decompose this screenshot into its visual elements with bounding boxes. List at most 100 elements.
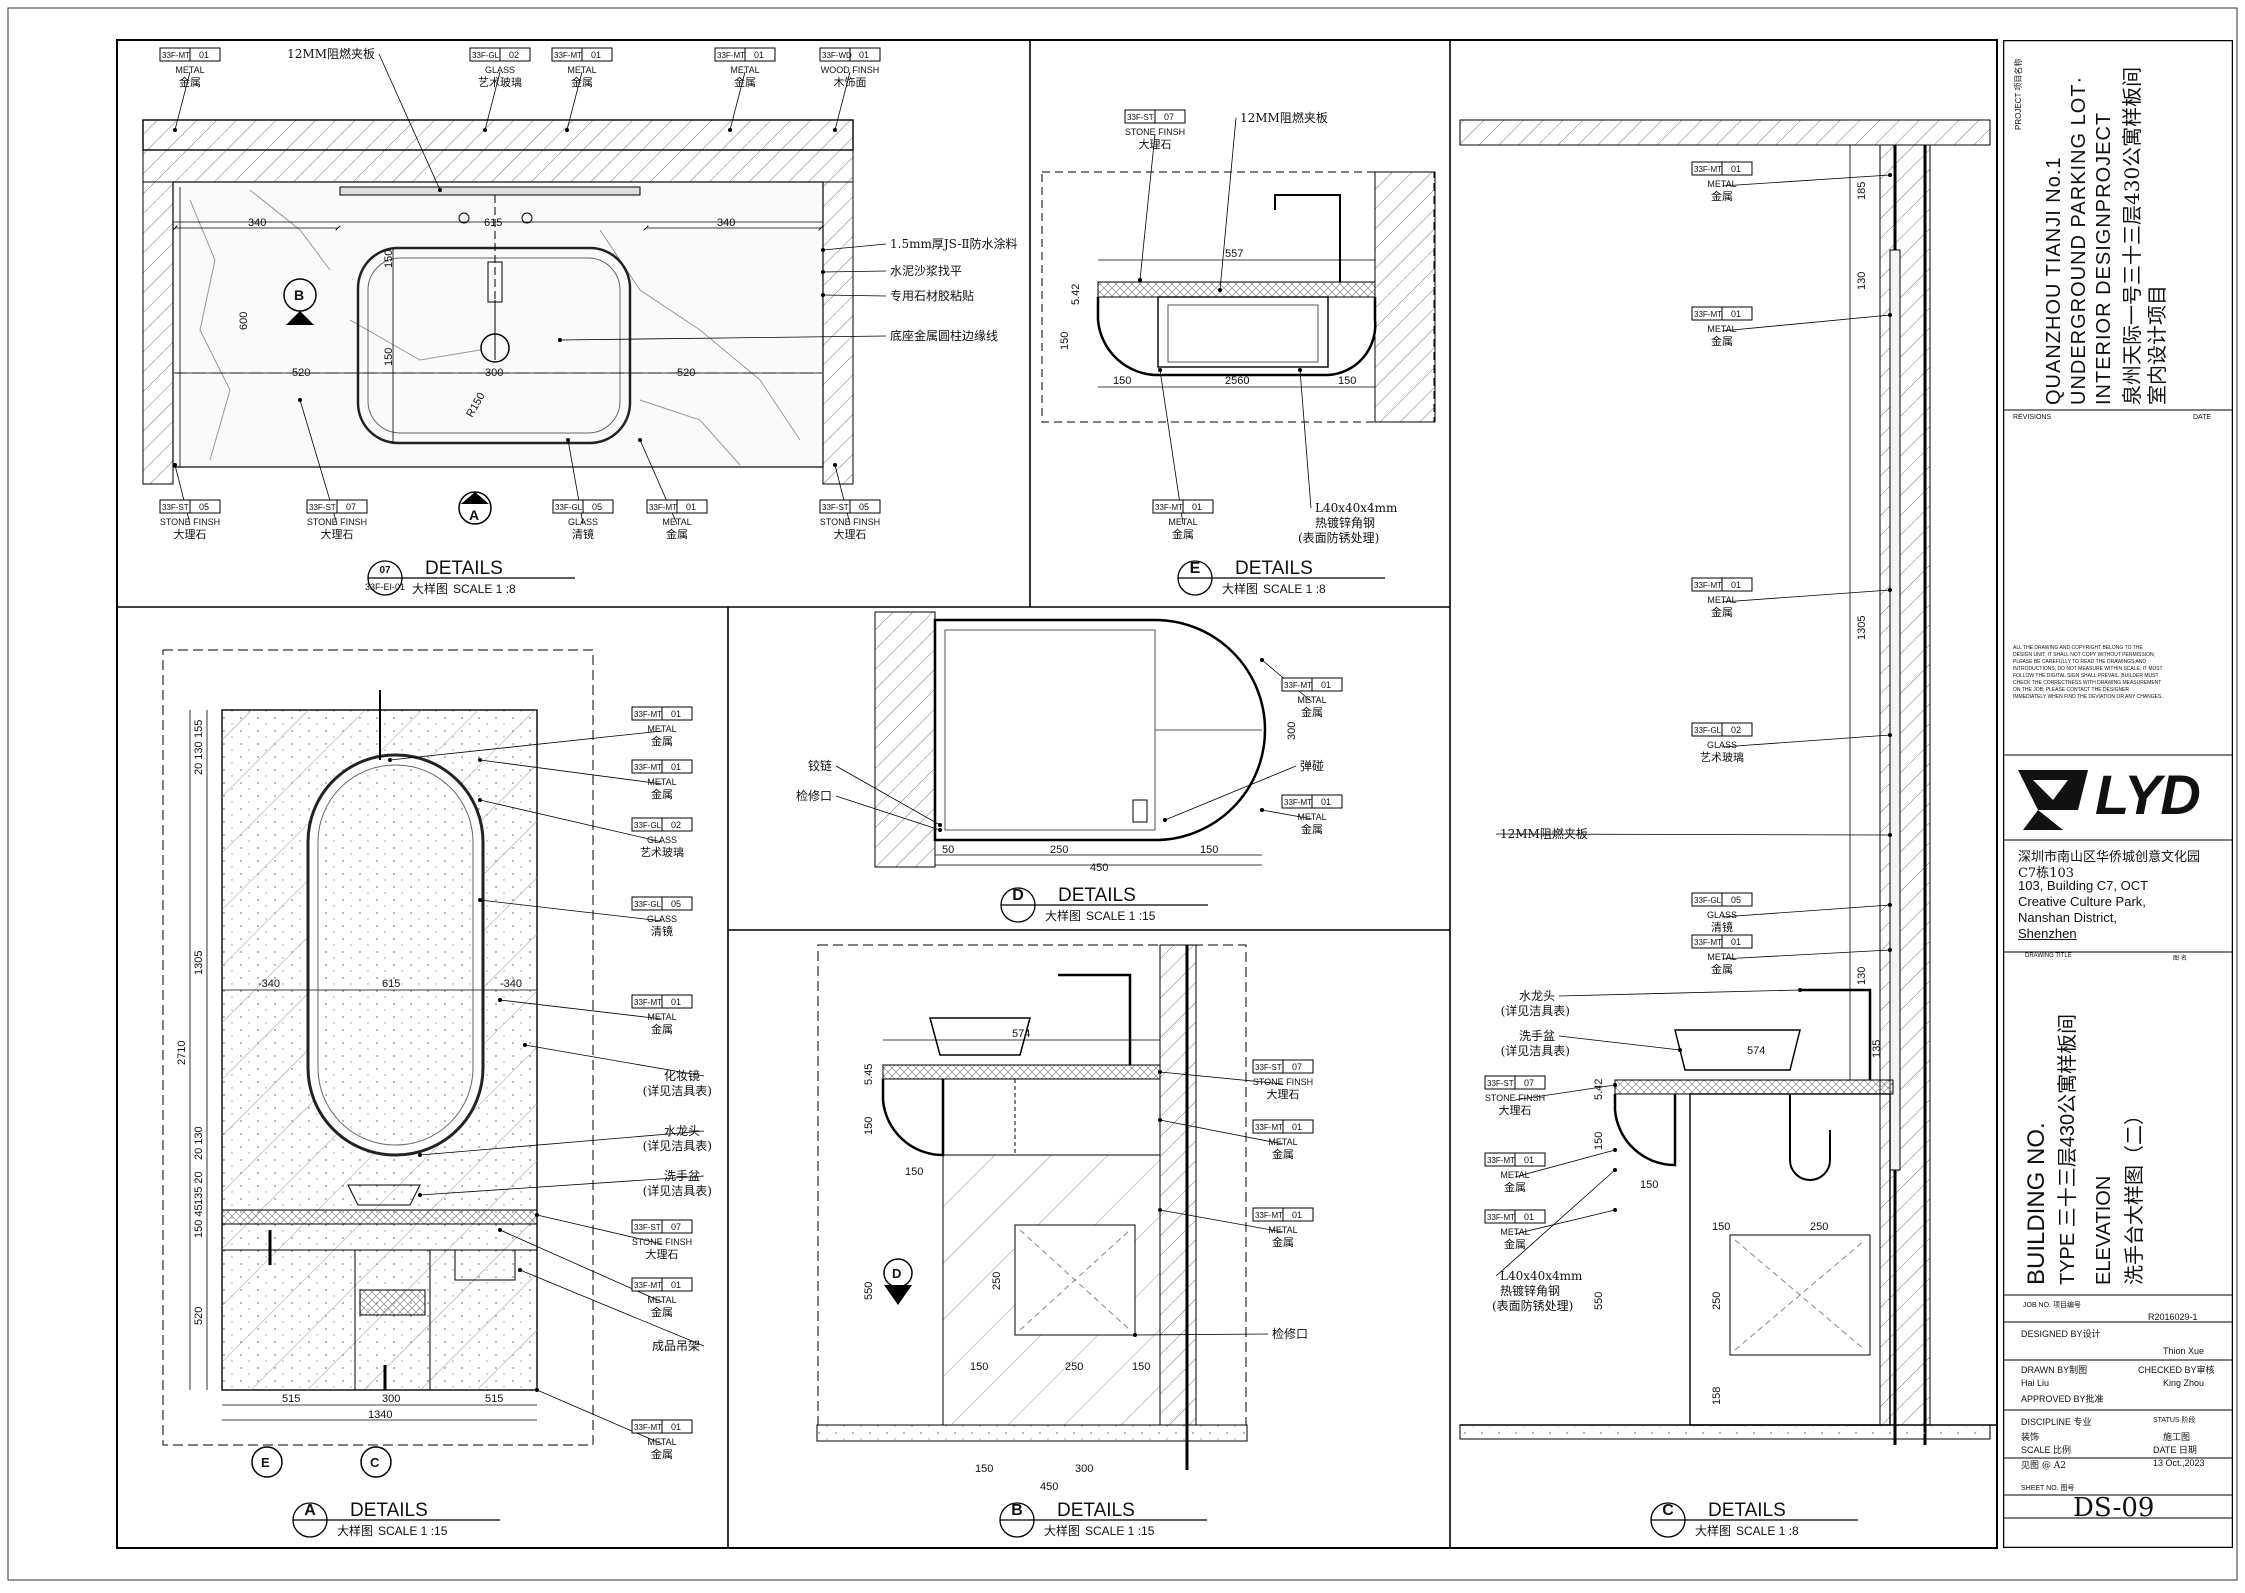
svg-text:洗手盆: 洗手盆 (664, 1169, 700, 1183)
svg-text:615: 615 (382, 978, 400, 990)
svg-text:150: 150 (383, 348, 395, 366)
svg-text:515: 515 (282, 1393, 300, 1405)
tag-num: 02 (1731, 725, 1741, 735)
svg-text:底座金属圆柱边缘线: 底座金属圆柱边缘线 (890, 328, 998, 343)
detail-ref: 33F-EI-01 (365, 582, 405, 592)
svg-text:20 130: 20 130 (193, 1126, 205, 1160)
tag-num: 01 (1292, 1122, 1302, 1132)
tag-en: GLASS (647, 835, 677, 845)
annotation-notes: 12MM阻燃夹板1.5mm厚JS-Ⅱ防水涂料水泥沙浆找平专用石材胶粘贴底座金属圆… (287, 46, 1892, 1353)
svg-text:250: 250 (1810, 1221, 1828, 1233)
tag-num: 01 (1731, 580, 1741, 590)
detail-scale: SCALE 1 :8 (1736, 1524, 1799, 1538)
detail-subtitle: 大样图 (1045, 908, 1081, 923)
detail-subtitle: 大样图 (1695, 1523, 1731, 1538)
detail-B-section: 574 5.45 150 150 550 250 150 250 150 150… (816, 944, 1248, 1493)
address-en-4: Shenzhen (2018, 926, 2077, 941)
tag-code: 33F-ST (162, 503, 189, 512)
svg-text:(表面防锈处理): (表面防锈处理) (1298, 530, 1379, 545)
tag-en: METAL (1707, 324, 1736, 334)
note-see-schedule: (详见洁具表) (643, 1138, 712, 1153)
project-en-2: UNDERGROUND PARKING LOT· (2068, 75, 2090, 405)
detail-heading: DETAILS (350, 1500, 428, 1521)
tag-cn: 艺术玻璃 (1700, 750, 1744, 764)
note-mortar: 水泥沙浆找平 (821, 263, 962, 278)
tag-code: 33F-MT (1255, 1211, 1283, 1220)
tag-cn: 大理石 (646, 1247, 679, 1261)
title-block: PROJECT 项目名称 QUANZHOU TIANJI No.1 UNDERG… (2003, 40, 2233, 1548)
tag-num: 07 (1164, 112, 1174, 122)
designer-name: Thion Xue (2163, 1346, 2205, 1356)
svg-text:150: 150 (1113, 375, 1131, 387)
svg-text:5.42: 5.42 (1070, 284, 1082, 305)
note-see-schedule: (详见洁具表) (643, 1183, 712, 1198)
tag-num: 01 (754, 50, 764, 60)
tag-en: WOOD FINSH (821, 65, 880, 75)
tag-cn: 金属 (1172, 527, 1194, 541)
tag-en: STONE FINSH (307, 517, 367, 527)
svg-text:300: 300 (485, 367, 503, 379)
project-cn-2: 室内设计项目 (2145, 285, 2169, 405)
svg-text:340: 340 (248, 217, 266, 229)
address-en-3: Nanshan District, (2018, 910, 2117, 925)
tag-cn: 金属 (1272, 1147, 1294, 1161)
tag-cn: 艺术玻璃 (640, 845, 684, 859)
note-angle-steel3: (表面防锈处理) (1298, 530, 1379, 545)
note-basin: 洗手盆 (418, 1169, 705, 1197)
svg-text:洗手盆: 洗手盆 (1519, 1029, 1555, 1043)
tag-en: STONE FINSH (1485, 1093, 1545, 1103)
tag-num: 01 (1524, 1155, 1534, 1165)
svg-text:-340: -340 (500, 978, 522, 990)
tag-code: 33F-GL (634, 900, 662, 909)
status-label: STATUS 阶段 (2153, 1417, 2196, 1424)
tag-en: STONE FINSH (160, 517, 220, 527)
svg-text:520: 520 (292, 367, 310, 379)
svg-text:(详见洁具表): (详见洁具表) (1501, 1003, 1570, 1018)
svg-text:130: 130 (1856, 967, 1868, 985)
tag-en: METAL (1707, 595, 1736, 605)
tag-code: 33F-WD (822, 51, 852, 60)
detail-scale: SCALE 1 :15 (378, 1524, 448, 1538)
svg-text:150: 150 (1132, 1361, 1150, 1373)
drawn-by-label: DRAWN BY制图 (2021, 1365, 2088, 1375)
detail-marker: E (1190, 560, 1201, 577)
tag-cn: 清镜 (651, 924, 673, 938)
tag-en: GLASS (568, 517, 598, 527)
tag-en: GLASS (647, 914, 677, 924)
tag-en: METAL (1500, 1227, 1529, 1237)
svg-text:550: 550 (863, 1282, 875, 1300)
tag-cn: 金属 (651, 787, 673, 801)
note-basin: 洗手盆 (1519, 1029, 1682, 1052)
tag-code: 33F-MT (1255, 1123, 1283, 1132)
tag-num: 01 (671, 1422, 681, 1432)
tag-code: 33F-MT (162, 51, 190, 60)
tag-en: METAL (1707, 952, 1736, 962)
tag-cn: 金属 (1711, 605, 1733, 619)
tag-num: 01 (671, 709, 681, 719)
note-see-schedule: (详见洁具表) (643, 1083, 712, 1098)
svg-text:弹碰: 弹碰 (1300, 759, 1324, 773)
svg-text:158: 158 (1711, 1387, 1723, 1405)
note-angle-steel3: (表面防锈处理) (1492, 1298, 1573, 1313)
tag-cn: 金属 (1301, 822, 1323, 836)
tag-cn: 艺术玻璃 (478, 75, 522, 89)
tag-cn: 金属 (1301, 705, 1323, 719)
tag-cn: 金属 (1504, 1180, 1526, 1194)
tag-code: 33F-MT (1487, 1213, 1515, 1222)
tag-cn: 金属 (651, 1022, 673, 1036)
elevation-cn-title: 洗手台大样图（二） (2122, 1105, 2146, 1285)
svg-text:150: 150 (1640, 1179, 1658, 1191)
svg-text:574: 574 (1012, 1028, 1030, 1040)
discipline-value: 装饰 (2021, 1433, 2040, 1443)
tag-en: METAL (1707, 179, 1736, 189)
svg-text:300: 300 (382, 1393, 400, 1405)
note-fire-board: 12MM阻燃夹板 (1218, 110, 1328, 292)
